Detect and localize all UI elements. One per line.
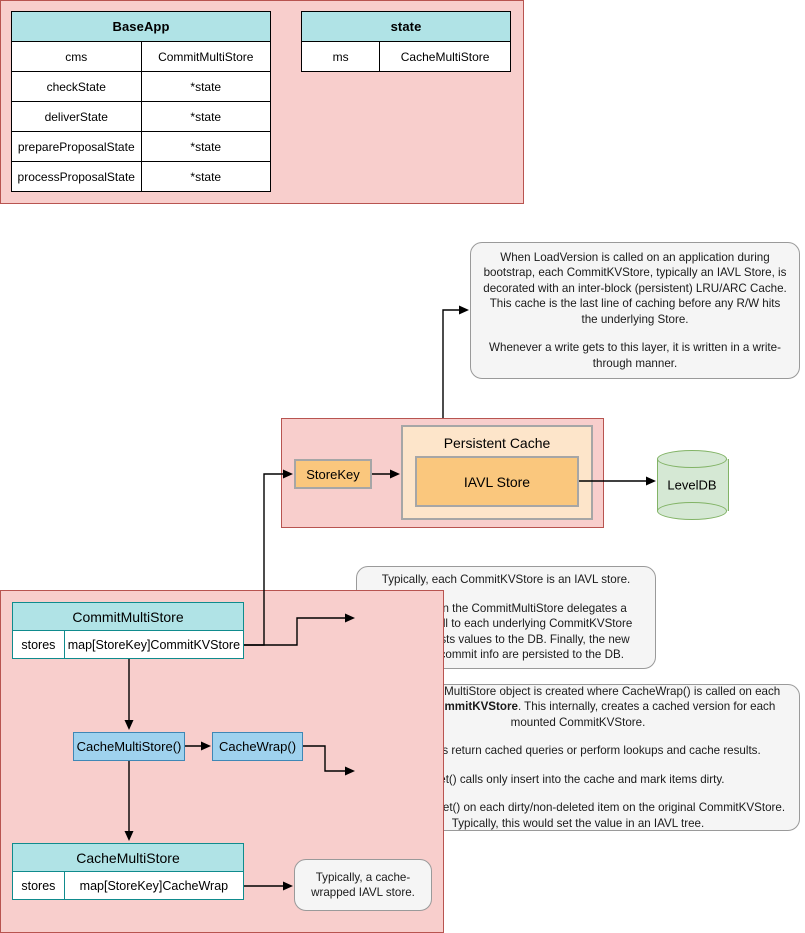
persistent-cache-note-p2: Whenever a write gets to this layer, it … [489,341,781,370]
cachewrap-note-p2: Get() calls return cached queries or per… [395,744,761,758]
persistent-cache-note-p1: When LoadVersion is called on an applica… [483,250,787,326]
baseapp-type-cms: CommitMultiStore [158,49,254,64]
iavl-store-box: IAVL Store [415,456,579,507]
baseapp-field-cms: cms [12,42,142,71]
state-type-ms: CacheMultiStore [400,49,490,64]
cachewrap-note-p1-c: . This internally, creates a cached vers… [510,700,776,729]
state-field-ms: ms [302,42,381,71]
table-row: stores map[StoreKey]CacheWrap [13,872,243,899]
baseapp-type-checkstate: *state [190,79,222,94]
connector-commitmultistore-to-storekey [244,469,293,646]
leveldb-label: LevelDB [667,477,717,493]
baseapp-table: BaseApp cms CommitMultiStore checkState … [11,11,271,192]
commit-multistore-title: CommitMultiStore [13,603,243,632]
cachewrap-call-box: CacheWrap() [212,732,303,761]
commit-multistore-type: map[StoreKey]CommitKVStore [67,637,241,652]
table-row: ms CacheMultiStore [302,42,510,71]
leveldb-cylinder: LevelDB [657,450,729,520]
table-row: checkState *state [12,72,270,102]
connector-iavl-to-leveldb [579,476,656,486]
persistent-cache-note: When LoadVersion is called on an applica… [470,242,800,379]
connector-cachemultistore-to-cachewrapped-note [244,881,293,891]
cylinder-bottom [657,502,727,520]
state-table-title: state [302,12,510,42]
cachewrap-note-p3: Set() calls only insert into the cache a… [431,772,725,786]
connector-storekey-to-cache [372,469,400,479]
baseapp-field-processproposalstate: processProposalState [12,162,142,191]
cachewrap-note-p1: A new CacheMultiStore object is created … [367,684,789,731]
cachewrapped-note: Typically, a cache-wrapped IAVL store. [294,859,432,911]
connector-cachemultistore-call-to-cachewrap-call [185,741,211,751]
connector-cachemultistore-call-to-cachemultistore-box [124,761,134,841]
baseapp-field-checkstate: checkState [12,72,142,101]
table-row: deliverState *state [12,102,270,132]
storekey-box: StoreKey [294,459,372,489]
cache-multistore-field: stores [13,872,65,899]
table-row: cms CommitMultiStore [12,42,270,72]
cache-multistore-title: CacheMultiStore [13,844,243,873]
cylinder-top [657,450,727,468]
connector-commitmultistore-to-commit-note [244,613,355,646]
cache-multistore-box: CacheMultiStore stores map[StoreKey]Cach… [12,843,244,900]
cachemultistore-call-box: CacheMultiStore() [73,732,185,761]
baseapp-type-processproposalstate: *state [190,169,222,184]
baseapp-table-title: BaseApp [12,12,270,42]
cachewrap-note-p1-b: CommitKVStore [429,700,518,714]
iavl-store-label: IAVL Store [463,473,531,490]
baseapp-field-deliverstate: deliverState [12,102,142,131]
baseapp-type-prepareproposalstate: *state [190,139,222,154]
connector-cache-to-note [442,305,469,418]
state-table: state ms CacheMultiStore [301,11,511,72]
connector-cachewrap-call-to-note [303,745,355,776]
table-row: stores map[StoreKey]CommitKVStore [13,631,243,658]
baseapp-field-prepareproposalstate: prepareProposalState [12,132,142,161]
commit-multistore-field: stores [13,631,65,658]
table-row: processProposalState *state [12,162,270,191]
cachewrapped-note-p1: Typically, a cache-wrapped IAVL store. [311,870,415,900]
commit-note-p1: Typically, each CommitKVStore is an IAVL… [381,573,631,587]
connector-commitmultistore-to-cachemultistore-call [124,659,134,730]
table-row: prepareProposalState *state [12,132,270,162]
baseapp-type-deliverstate: *state [190,109,222,124]
cachewrap-call-label: CacheWrap() [218,739,297,754]
commit-multistore-box: CommitMultiStore stores map[StoreKey]Com… [12,602,244,659]
persistent-cache-label: Persistent Cache [443,435,551,451]
cachemultistore-call-label: CacheMultiStore() [76,739,182,754]
cachewrap-note-p4: Write() calls Set() on each dirty/non-de… [370,801,786,830]
cache-multistore-type: map[StoreKey]CacheWrap [79,878,229,893]
storekey-label: StoreKey [306,466,360,482]
